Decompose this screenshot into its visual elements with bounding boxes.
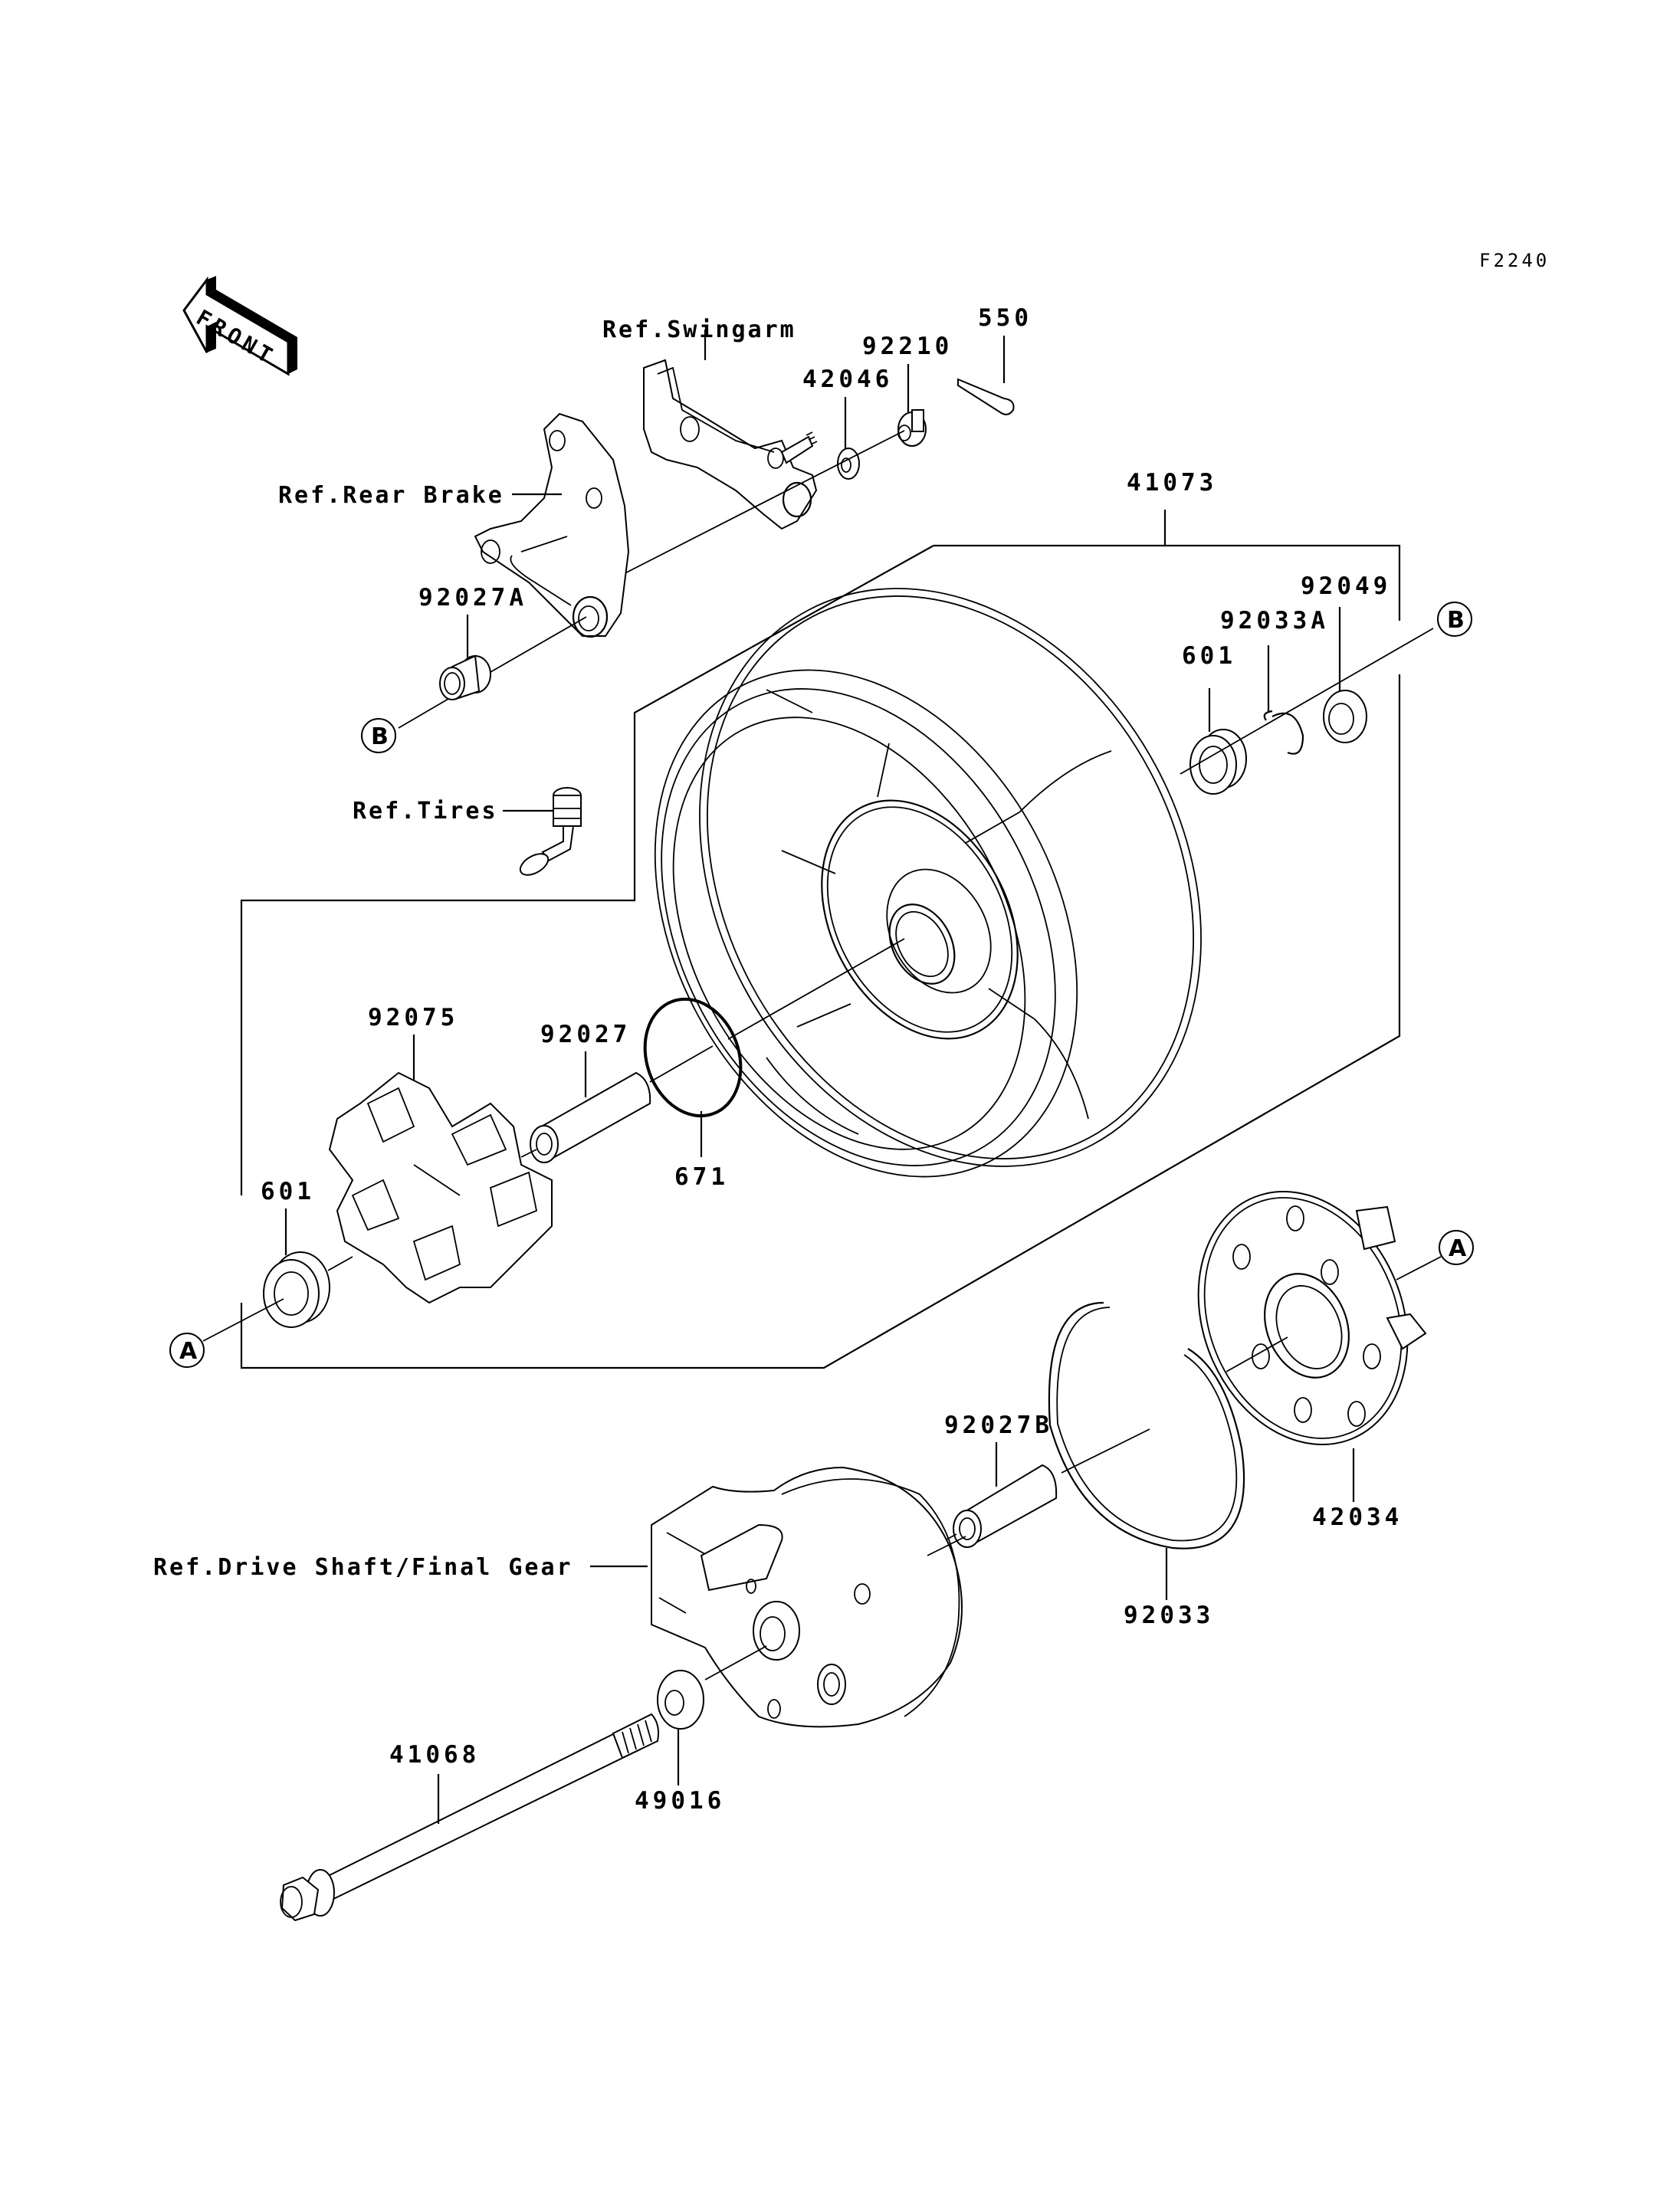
collar-part-92027B	[953, 1464, 1058, 1548]
part-671-label: 671	[674, 1163, 729, 1191]
part-601-left-label: 601	[261, 1178, 315, 1205]
large-circlip-part	[1048, 1301, 1245, 1549]
svg-text:B: B	[1447, 607, 1465, 634]
thrust-washer-part	[657, 1670, 704, 1730]
castle-nut-part	[897, 409, 927, 447]
part-92075-label: 92075	[368, 1004, 458, 1031]
svg-text:A: A	[179, 1338, 198, 1365]
part-41073-label: 41073	[1127, 469, 1217, 497]
connector-a-right: A	[1439, 1230, 1474, 1265]
hub-damper-part	[328, 1071, 553, 1304]
swingarm-part	[643, 359, 818, 530]
part-601-right-label: 601	[1182, 642, 1236, 670]
collar-part-92027A	[439, 654, 491, 700]
collar-part-92027	[530, 1071, 651, 1163]
part-92033-label: 92033	[1124, 1602, 1214, 1629]
part-92049-label: 92049	[1301, 572, 1391, 600]
part-92210-label: 92210	[862, 333, 953, 360]
bearing-part-right	[1189, 729, 1247, 795]
part-92027B-label: 92027B	[944, 1412, 1053, 1439]
coupling-hub-part	[1197, 1191, 1427, 1445]
connector-a-left: A	[169, 1333, 205, 1368]
connector-b-left: B	[361, 718, 396, 753]
part-42046-label: 42046	[802, 366, 893, 393]
figure-code: F2240	[1479, 250, 1550, 271]
ref-drive-shaft-label: Ref.Drive Shaft/Final Gear	[153, 1554, 573, 1581]
cotter-pin-part	[957, 378, 1015, 415]
rear-wheel	[654, 588, 1202, 1178]
connector-b-right: B	[1437, 602, 1472, 637]
oil-seal-part-92049	[1323, 690, 1367, 743]
bearing-part-left	[263, 1251, 330, 1328]
ref-rear-brake-label: Ref.Rear Brake	[278, 482, 504, 509]
o-ring-part	[643, 997, 743, 1118]
part-42034-label: 42034	[1312, 1503, 1403, 1531]
part-41068-label: 41068	[389, 1741, 480, 1769]
circlip-part-92033A	[1263, 710, 1304, 755]
part-49016-label: 49016	[635, 1787, 725, 1815]
ref-tires-label: Ref.Tires	[353, 798, 498, 825]
axle-part	[280, 1713, 659, 1922]
part-92027-label: 92027	[540, 1021, 631, 1048]
rear-brake-bracket-part	[474, 412, 630, 638]
part-92027A-label: 92027A	[418, 584, 527, 612]
assembly-frame	[240, 510, 1401, 1369]
part-92033A-label: 92033A	[1220, 607, 1329, 635]
svg-text:B: B	[371, 723, 389, 750]
svg-text:A: A	[1449, 1235, 1467, 1262]
part-550-label: 550	[978, 304, 1032, 332]
final-gear-case-part	[651, 1466, 963, 1728]
ref-swingarm-label: Ref.Swingarm	[602, 316, 796, 343]
front-arrow-icon: FRONT	[182, 276, 297, 376]
tire-valve-part	[519, 787, 582, 876]
